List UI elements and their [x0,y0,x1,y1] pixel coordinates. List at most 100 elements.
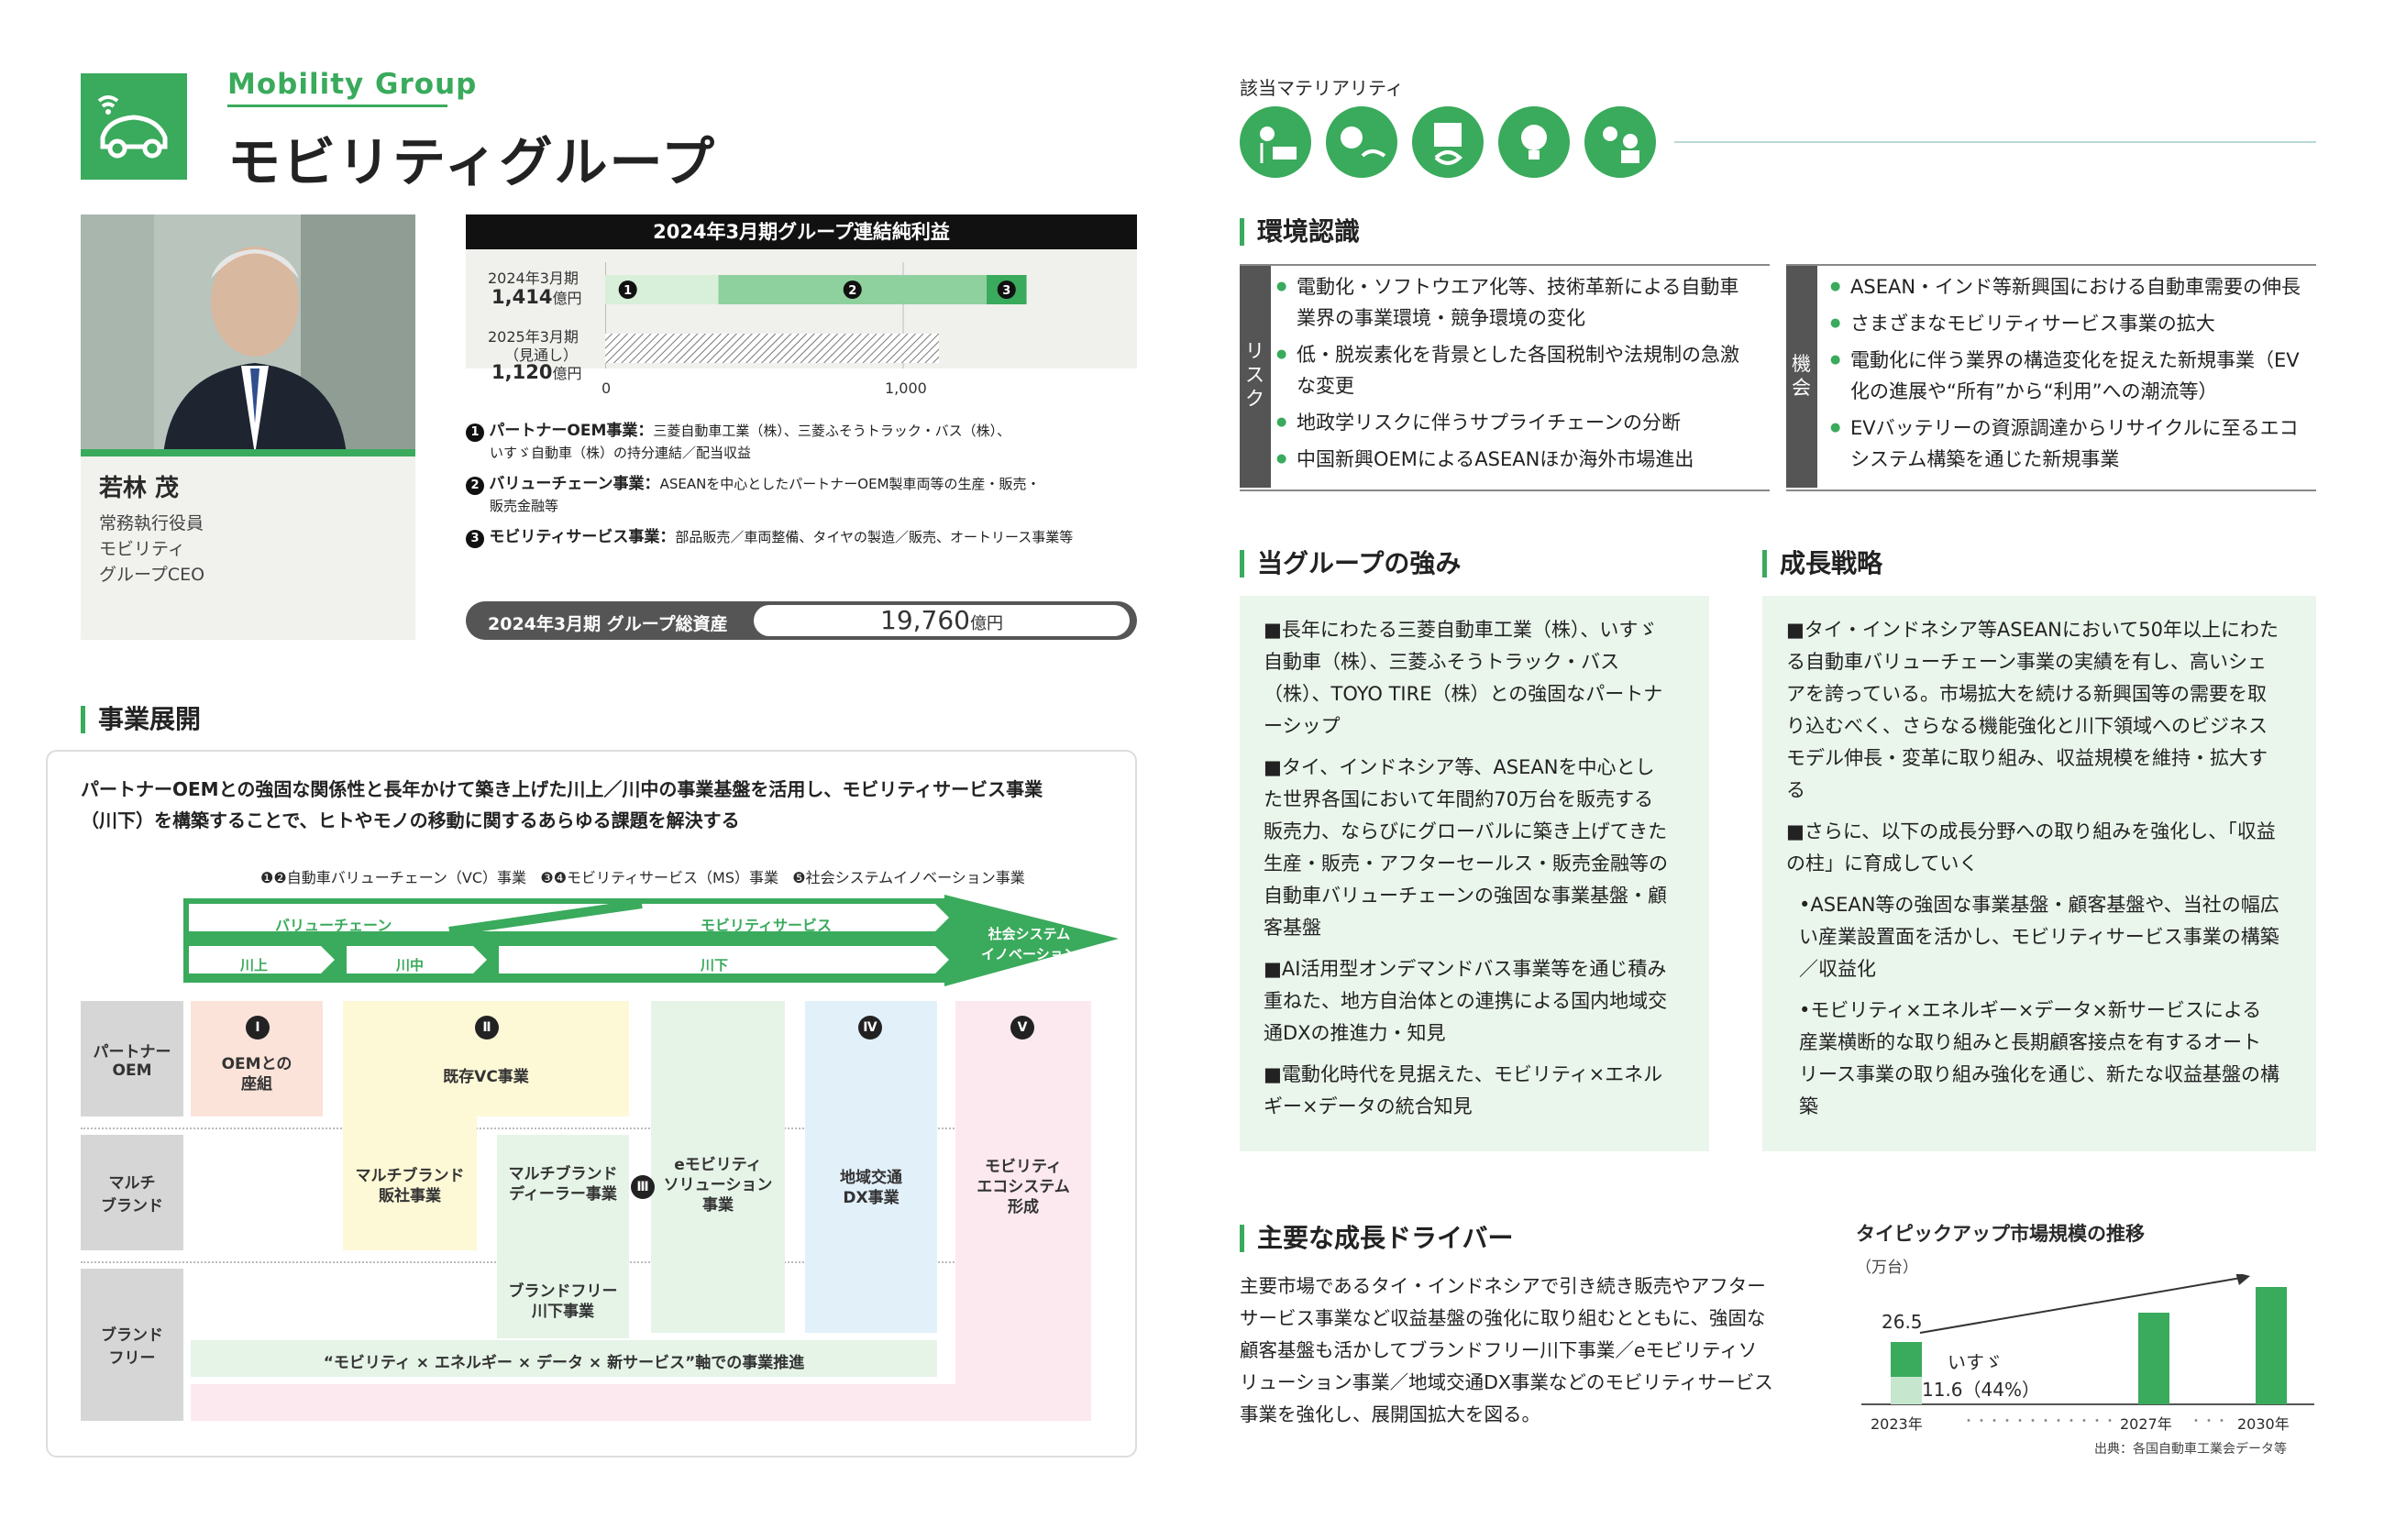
x-ellipsis-1: ・・・・・・・・・・・・ [1962,1414,2116,1429]
note-2-title: バリューチェーン事業： [489,475,660,493]
ceo-title-1: 常務執行役員 [99,513,204,534]
strength-item: ■タイ、インドネシア等、ASEANを中心とした世界各国において年間約70万台を販… [1264,756,1668,939]
risk-list: 電動化・ソフトウエア化等、技術革新による自動車業界の事業環境・競争環境の変化 低… [1276,271,1753,480]
profit-notes: 1 パートナーOEM事業：三菱自動車工業（株）、三菱ふそうトラック・バス（株）、… [466,420,1144,548]
business-heading: 事業展開 [81,706,201,733]
roman-2-badge: Ⅱ [475,1016,499,1040]
x-label-2027: 2027年 [2120,1415,2172,1433]
roman-1-badge: Ⅰ [246,1016,270,1040]
ceo-title-2: モビリティ [99,539,185,559]
arrow-label-ms: モビリティサービス [701,917,833,934]
arrow-label-downstream: 川下 [701,957,729,974]
chart-source: 出典：各国自動車工業会データ等 [2094,1442,2287,1457]
strength-item: ■AI活用型オンデマンドバス事業等を通じ積み重ねた、地方自治体との連携による国内… [1264,958,1668,1044]
strength-item: ■長年にわたる三菱自動車工業（株）、いすゞ自動車（株）、三菱ふそうトラック・バス… [1264,619,1663,737]
opportunity-item: ASEAN・インド等新興国における自動車需要の伸長 [1830,271,2316,302]
cell-brandfree-bg [497,1269,629,1338]
profit-seg1-num: 1 [624,284,632,298]
bar-2027 [2138,1313,2169,1404]
cell-multibrand-dealer-bg [497,1135,629,1291]
ceo-name: 若林 茂 [99,475,180,502]
page-title: モビリティグループ [227,131,717,193]
total-assets-label: 2024年3月期 グループ総資産 [488,614,728,634]
profit-bar-2025 [605,334,939,363]
chart-title: タイピックアップ市場規模の推移 [1856,1223,2145,1245]
drivers-heading: 主要な成長ドライバー [1240,1225,1513,1252]
risk-item: 中国新興OEMによるASEANほか海外市場進出 [1276,444,1753,475]
note-3: 3 モビリティサービス事業：部品販売／車両整備、タイヤの製造／販売、オートリース… [466,526,1144,548]
group-english-title: Mobility Group [227,68,478,101]
note-1-desc: 三菱自動車工業（株）、三菱ふそうトラック・バス（株）、 [653,423,1011,439]
roman-5-badge: Ⅴ [1010,1016,1034,1040]
nature-icon [1326,106,1397,178]
materiality-rule [1674,141,2316,143]
bottom-band-label: “モビリティ × エネルギー × データ × 新サービス”軸での事業推進 [323,1354,805,1372]
profit-bar-chart: 1 2 3 [605,262,1027,368]
opportunity-item: EVバッテリーの資源調達からリサイクルに至るエコシステム構築を通じた新規事業 [1830,412,2316,475]
profit-seg3-num: 3 [1002,284,1010,298]
opportunity-list: ASEAN・インド等新興国における自動車需要の伸長 さまざまなモビリティサービス… [1830,271,2316,480]
x-label-2023: 2023年 [1871,1415,1923,1433]
cell-ecosystem-label: モビリティ エコシステム 形成 [977,1158,1070,1216]
bar-2023-value: 26.5 [1882,1311,1923,1333]
note-3-num: 3 [466,530,484,548]
bar-2030 [2256,1287,2287,1404]
materiality-label: 該当マテリアリティ [1240,77,1404,99]
row-label-brand-free: ブランド フリー [81,1269,183,1421]
profit-unit-2: 億円 [552,365,582,382]
ceo-title-3: グループCEO [99,565,205,585]
innovation-bulb-icon [1498,106,1570,178]
note-1-num: 1 [466,424,484,442]
total-assets-value: 19,760 [880,605,970,635]
ceo-info-box [81,456,415,640]
growth-subitem: •ASEAN等の強固な事業基盤・顧客基盤や、当社の幅広い産業設置面を活かし、モビ… [1799,894,2279,980]
cell-emobility-label: eモビリティ ソリューション 事業 [663,1156,773,1215]
legend-ms: モビリティサービス（MS）事業 [566,869,778,886]
note-2-num: 2 [466,477,484,495]
trend-arrow-line [1919,1277,2242,1334]
circular-city-icon [1412,106,1484,178]
cell-ecosystem-bg [955,1001,1091,1421]
cell-emobility-bg [651,1001,785,1333]
title-underline [227,104,447,107]
growth-item: ■タイ・インドネシア等ASEANにおいて50年以上にわたる自動車バリューチェーン… [1786,619,2279,801]
business-intro-1: パートナーOEMとの強固な関係性と長年かけて築き上げた川上／川中の事業基盤を活用… [81,778,1043,800]
bottom-green-band [191,1340,937,1377]
market-size-chart [1861,1274,2314,1405]
legend-vc: 自動車バリューチェーン（VC）事業 [286,869,527,886]
x-ellipsis-2: ・・・ [2190,1414,2228,1429]
note-1-title: パートナーOEM事業： [489,422,654,440]
profit-row1-value-wrap: 1,414億円 [491,286,581,308]
roman-3-badge: Ⅲ [631,1175,655,1199]
bottom-pink-band [191,1384,1091,1421]
note-2-desc: ASEANを中心としたパートナーOEM製車両等の生産・販売・ [659,476,1041,492]
mobility-group-icon [81,73,187,180]
row-label-partner-oem: パートナー OEM [81,1001,183,1116]
row-label-multi-brand: マルチ ブランド [81,1135,183,1250]
note-1: 1 パートナーOEM事業：三菱自動車工業（株）、三菱ふそうトラック・バス（株）、 [466,420,1144,442]
chart-unit: （万台） [1856,1259,1918,1277]
bar-2023-isuzu [1891,1377,1922,1404]
value-chain-arrows [183,895,1119,986]
trend-arrow-head [2235,1274,2250,1285]
growth-item: ■さらに、以下の成長分野への取り組みを強化し、「収益の柱」に育成していく [1786,820,2276,874]
legend-social-icon: ❺ [792,869,806,886]
arrow-label-upstream: 川上 [240,957,269,974]
profit-seg2-marker [843,280,862,299]
risk-tag-bg [1240,266,1271,488]
isuzu-label: いすゞ [1948,1351,2003,1373]
note-1-desc2: いすゞ自動車（株）の持分連結／配当収益 [490,445,752,461]
business-intro-2: （川下）を構築することで、ヒトやモノの移動に関するあらゆる課題を解決する [81,809,740,831]
strength-list: ■長年にわたる三菱自動車工業（株）、いすゞ自動車（株）、三菱ふそうトラック・バス… [1264,614,1672,1132]
people-icon [1584,106,1656,178]
legend-ms-icon: ❸❹ [540,869,567,886]
cell-regional-dx-label: 地域交通 DX事業 [840,1169,902,1207]
cell-multibrand-dealer-label: マルチブランド ディーラー事業 [508,1165,618,1204]
cell-multibrand-sales-bg [343,1116,477,1250]
opportunity-item: さまざまなモビリティサービス事業の拡大 [1830,308,2316,339]
business-legend: ❶❷自動車バリューチェーン（VC）事業 ❸❹モビリティサービス（MS）事業 ❺社… [260,865,1025,887]
growth-subitem: •モビリティ×エネルギー×データ×新サービスによる産業横断的な取り組みと長期顧客… [1799,999,2279,1117]
growth-list: ■タイ・インドネシア等ASEANにおいて50年以上にわたる自動車バリューチェーン… [1786,614,2279,1132]
env-heading: 環境認識 [1240,218,1360,246]
profit-row2-value: 1,120 [491,361,553,383]
